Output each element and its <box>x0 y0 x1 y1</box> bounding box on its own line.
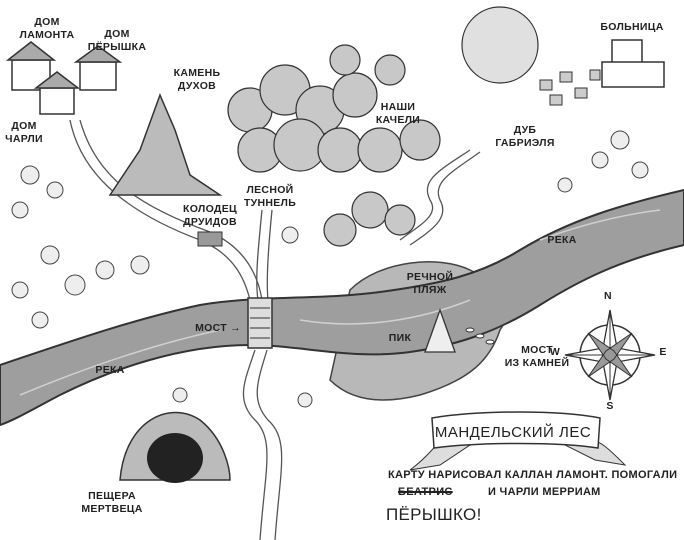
compass-rose <box>564 309 656 401</box>
title-banner <box>409 411 627 471</box>
label-line: НАШИ <box>380 101 416 113</box>
label-line: ПЕЩЕРА <box>88 490 136 502</box>
credits-correction: ПЁРЫШКО! <box>386 505 482 524</box>
bridge <box>247 297 273 349</box>
label-line: КАЧЕЛИ <box>375 114 421 126</box>
label-line: ДОМ <box>34 16 60 28</box>
druid-well <box>197 231 223 247</box>
label-line: ЛЕСНОЙ <box>246 184 294 196</box>
label-line: ЧАРЛИ <box>5 133 43 145</box>
label-line: КОЛОДЕЦ <box>183 203 237 215</box>
label-line: ДУХОВ <box>177 80 217 92</box>
spirit-stone <box>108 92 223 196</box>
cave <box>119 411 231 483</box>
label-line: ИЗ КАМНЕЙ <box>504 357 570 369</box>
hospital <box>601 39 665 88</box>
label-line: ТУННЕЛЬ <box>243 197 297 209</box>
forest <box>227 6 539 247</box>
label-river-left: РЕКА <box>95 364 125 376</box>
label-river-right: РЕКА <box>547 234 577 246</box>
label-bridge: МОСТ → <box>195 322 241 334</box>
label-line: ЛАМОНТА <box>19 29 75 41</box>
label-line: МОСТ <box>521 344 553 356</box>
village <box>539 69 601 106</box>
label-line: ПЛЯЖ <box>413 284 447 296</box>
compass-n: N <box>604 290 612 302</box>
credits-line-1: КАРТУ НАРИСОВАЛ КАЛЛАН ЛАМОНТ. ПОМОГАЛИ <box>388 469 678 481</box>
label-line: ПЁРЫШКА <box>87 41 147 53</box>
label-line: ДУБ <box>513 124 537 136</box>
label-hospital: БОЛЬНИЦА <box>600 21 664 33</box>
scattered-trees <box>11 130 649 408</box>
compass-w: W <box>549 346 561 358</box>
credits-line-2: И ЧАРЛИ МЕРРИАМ <box>488 486 601 498</box>
houses <box>5 41 123 115</box>
credits-struck-name: БЕАТРИС <box>398 486 453 498</box>
peak-rock <box>424 308 456 353</box>
label-line: ГАБРИЭЛЯ <box>495 137 555 149</box>
label-line: РЕЧНОЙ <box>406 271 454 283</box>
label-line: МЕРТВЕЦА <box>81 503 143 515</box>
label-line: ДРУИДОВ <box>183 216 237 228</box>
stepping-stones <box>465 327 495 345</box>
map-title: МАНДЕЛЬСКИЙ ЛЕС <box>434 424 592 441</box>
label-line: ДОМ <box>104 28 130 40</box>
compass-s: S <box>606 400 614 412</box>
compass-e: E <box>659 346 667 358</box>
label-peak: ПИК <box>388 332 412 344</box>
label-line: ДОМ <box>11 120 37 132</box>
label-line: КАМЕНЬ <box>173 67 221 79</box>
trails <box>69 119 481 540</box>
